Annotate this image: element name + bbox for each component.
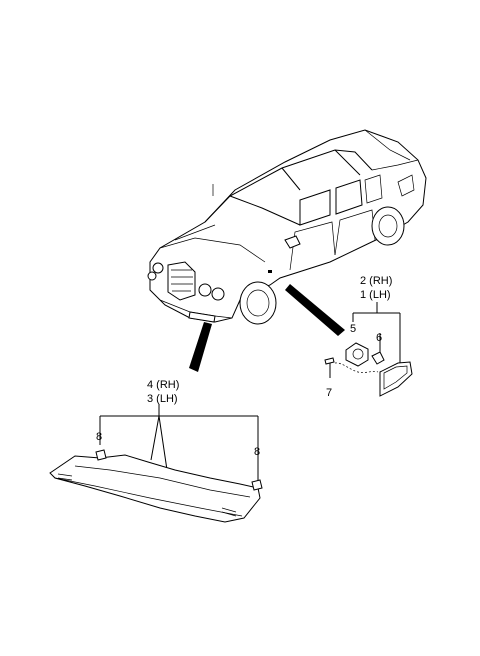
callout-6: 6: [376, 332, 382, 344]
front-lamp-assembly: [49, 404, 263, 523]
callout-1-lh: 1 (LH): [360, 289, 391, 301]
side-leader-arrow: [285, 284, 345, 336]
callout-2-rh: 2 (RH): [360, 275, 392, 287]
callout-3-lh: 3 (LH): [147, 393, 178, 405]
side-marker-assembly: [324, 302, 413, 397]
car-illustration: [147, 129, 427, 325]
front-leader-arrow: [189, 322, 212, 372]
callout-4-rh: 4 (RH): [147, 379, 179, 391]
callout-7: 7: [326, 387, 332, 399]
callout-8-left: 8: [96, 431, 102, 443]
callout-5: 5: [350, 323, 356, 335]
callout-8-right: 8: [254, 446, 260, 458]
